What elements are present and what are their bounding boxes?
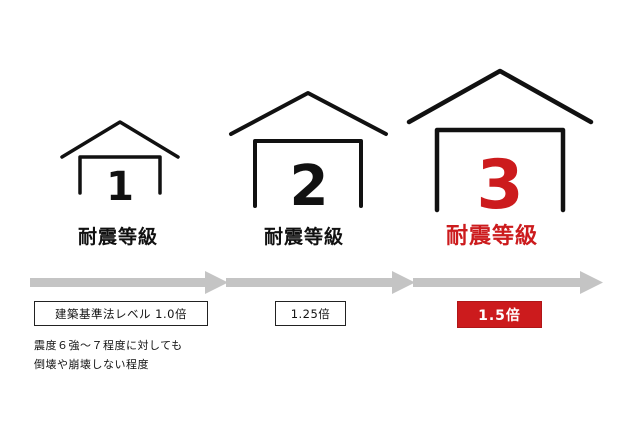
grade-label-3: 耐震等級 [446,224,539,249]
arrow-head-1 [205,271,228,294]
grade-3-value-box: 1.5倍 [457,301,542,328]
grade-1-value-box: 建築基準法レベル 1.0倍 [34,301,208,326]
grade-number-3: 3 [476,146,523,225]
arrow-shaft [226,278,396,287]
grade-number-1: 1 [106,164,134,210]
grade-2-value-box: 1.25倍 [275,301,346,326]
grade-number-2: 2 [290,154,329,219]
grade-label-2: 耐震等級 [264,226,345,248]
house-grade-2-icon [229,91,388,208]
house-grade-3-icon [406,68,594,213]
arrow-head-3 [580,271,603,294]
progress-arrows [30,271,603,294]
grade-1-note: 震度６強～７程度に対しても 倒壊や崩壊しない程度 [34,336,183,374]
grade-1-note-line-1: 震度６強～７程度に対しても [34,339,183,352]
grade-label-1: 耐震等級 [78,226,159,248]
arrow-shaft [413,278,585,287]
arrow-shaft [30,278,208,287]
arrow-head-2 [392,271,415,294]
grade-1-note-line-2: 倒壊や崩壊しない程度 [34,358,149,371]
house-grade-1-icon [60,120,180,195]
